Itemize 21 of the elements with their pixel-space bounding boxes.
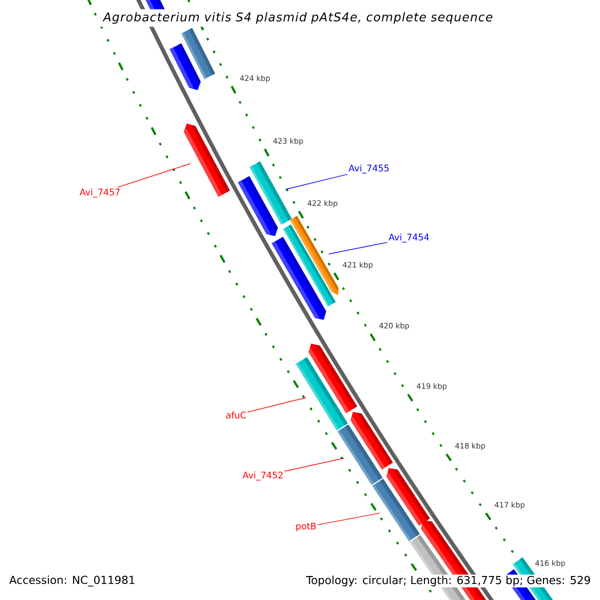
gene-feature	[290, 216, 339, 296]
gene-label: potB	[296, 522, 316, 532]
gene-label: Avi_7457	[80, 188, 120, 198]
leader-line	[247, 397, 306, 412]
gene-label: Avi_7454	[388, 234, 429, 242]
gene-feature	[372, 478, 420, 542]
leader-line	[117, 163, 191, 188]
leader-line	[328, 242, 388, 254]
gene-label: afuC	[226, 412, 246, 418]
leader-line	[284, 458, 344, 472]
title: Agrobacterium vitis S4 plasmid pAtS4e, complete sequence	[99, 9, 497, 27]
gene-feature	[337, 424, 383, 485]
accession-text: Accession: NC_011981	[8, 574, 136, 588]
topology-text: Topology: circular; Length: 631,775 bp; Genes: 529	[305, 574, 592, 588]
gene-feature	[296, 357, 348, 430]
gene-label: Avi_7455	[348, 164, 389, 174]
leader-line	[317, 512, 380, 526]
gene-label: Avi_7452	[242, 472, 283, 480]
gene-feature	[250, 161, 292, 225]
leader-line	[285, 174, 348, 190]
gene-feature	[184, 124, 230, 197]
